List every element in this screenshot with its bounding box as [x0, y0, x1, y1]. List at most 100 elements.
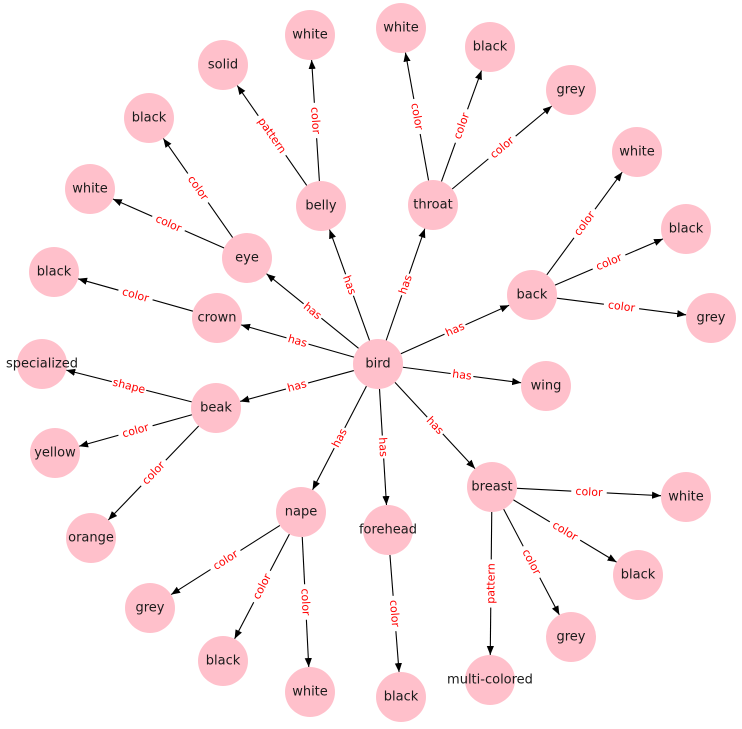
node-label: solid — [208, 58, 238, 73]
edge-label-group: has — [339, 271, 360, 299]
node-circle — [285, 667, 335, 717]
node-circle — [125, 583, 175, 633]
edge-label-background — [568, 205, 601, 242]
node-circle — [613, 550, 663, 600]
node-crown: crown — [192, 293, 242, 343]
node-belly_white: white — [285, 10, 335, 60]
node-label: nape — [285, 505, 317, 520]
node-nape_white: white — [285, 667, 335, 717]
edge-label: color — [575, 485, 603, 499]
node-label: black — [206, 654, 241, 669]
edge-label: color — [607, 298, 636, 314]
node-label: eye — [235, 251, 259, 266]
edge-label: has — [396, 273, 415, 296]
node-beak_yellow: yellow — [30, 428, 80, 478]
edge-label-group: color — [406, 97, 428, 136]
node-circle — [507, 270, 557, 320]
node-label: grey — [696, 311, 725, 326]
node-circle — [467, 462, 517, 512]
node-label: throat — [413, 198, 452, 213]
edge-label-group: has — [284, 376, 310, 396]
node-circle — [465, 22, 515, 72]
edge-label-background — [386, 595, 403, 632]
edge-label: pattern — [484, 563, 497, 604]
node-label: white — [292, 28, 328, 43]
edge-label-group: color — [517, 543, 546, 581]
node-circle — [661, 472, 711, 522]
node-nape_grey: grey — [125, 583, 175, 633]
edge-label-background — [116, 418, 155, 443]
edge-label-background — [299, 298, 326, 324]
edge-label: color — [408, 102, 426, 131]
node-label: breast — [471, 480, 512, 495]
edge-label-background — [448, 106, 475, 146]
edge-label-group: has — [299, 298, 326, 324]
node-breast_white: white — [661, 472, 711, 522]
node-label: white — [619, 145, 655, 160]
node-circle — [191, 383, 241, 433]
edge-label-group: has — [375, 435, 391, 459]
node-circle — [17, 339, 67, 389]
edge-label-group: has — [441, 318, 469, 341]
node-label: grey — [556, 83, 585, 98]
node-circle — [276, 487, 326, 537]
edge-label: color — [451, 111, 473, 141]
edge-label: pattern — [255, 115, 289, 156]
node-label: grey — [556, 630, 585, 645]
node-circle — [124, 93, 174, 143]
edge-label-background — [603, 297, 640, 316]
edge-label-background — [149, 209, 188, 238]
edge-label-background — [110, 374, 148, 398]
node-throat_grey: grey — [546, 65, 596, 115]
node-eye: eye — [222, 233, 272, 283]
edge-label-background — [517, 543, 546, 581]
edge-label-background — [116, 283, 155, 307]
edge-label-background — [328, 424, 351, 452]
edge-label-group: color — [589, 248, 629, 276]
edge-label-group: has — [284, 331, 311, 351]
edge-label-background — [206, 544, 245, 576]
node-circle — [296, 181, 346, 231]
node-breast_grey: grey — [546, 612, 596, 662]
edge-label-group: shape — [110, 374, 148, 398]
edge-label: color — [387, 599, 402, 627]
edge-label-background — [570, 484, 608, 500]
edge-label-group: color — [307, 102, 324, 139]
node-back_black: black — [661, 204, 711, 254]
edge-label-background — [297, 583, 314, 621]
edge-label: color — [153, 212, 183, 235]
node-label: bird — [365, 357, 390, 372]
node-circle — [408, 180, 458, 230]
edge-label-background — [182, 169, 214, 207]
node-label: crown — [197, 311, 236, 326]
node-circle — [66, 513, 116, 563]
edge-label: has — [286, 332, 309, 350]
edge-label-group: color — [136, 455, 171, 491]
node-breast_multicolored: multi-colored — [447, 655, 533, 705]
edge-label-group: color — [297, 583, 314, 621]
edge-label-background — [441, 318, 469, 341]
edge-label: has — [340, 274, 359, 297]
node-label: black — [669, 222, 704, 237]
node-circle — [198, 40, 248, 90]
edge-label-group: color — [546, 515, 584, 547]
node-wing: wing — [521, 361, 571, 411]
edge-label-background — [252, 111, 292, 160]
node-breast_black: black — [613, 550, 663, 600]
node-label: back — [517, 288, 548, 303]
edge-label-group: color — [182, 169, 214, 207]
edge-label-background — [422, 412, 448, 439]
node-label: multi-colored — [447, 673, 533, 688]
node-throat_white: white — [376, 3, 426, 53]
node-eye_black: black — [124, 93, 174, 143]
node-eye_white: white — [65, 164, 115, 214]
node-circle — [465, 655, 515, 705]
node-circle — [376, 672, 426, 722]
node-throat_black: black — [465, 22, 515, 72]
node-nape_black: black — [198, 636, 248, 686]
node-circle — [285, 10, 335, 60]
node-circle — [546, 65, 596, 115]
edge-label-background — [284, 331, 311, 351]
edge-label: color — [298, 588, 312, 616]
